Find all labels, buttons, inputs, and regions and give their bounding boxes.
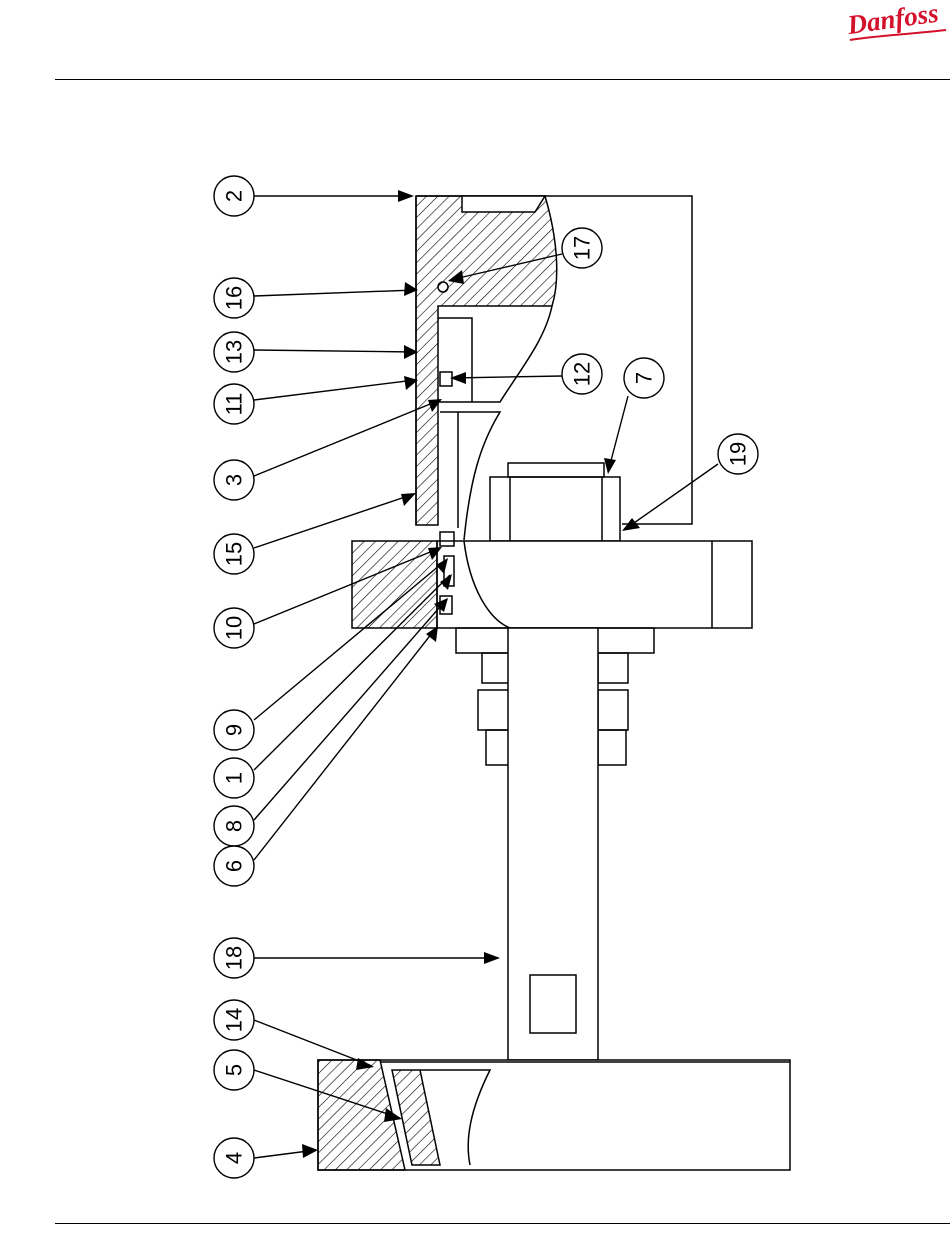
- callout-label: 13: [222, 340, 247, 364]
- callout-label: 11: [222, 393, 247, 416]
- callout-label: 17: [570, 236, 595, 260]
- callout-label: 7: [632, 372, 657, 384]
- callout-label: 14: [222, 1008, 247, 1032]
- callout-label: 18: [222, 946, 247, 970]
- callout-label: 5: [222, 1064, 247, 1076]
- callout-label: 1: [222, 772, 247, 784]
- callout-label: 4: [222, 1152, 247, 1164]
- callout-label: 2: [222, 190, 247, 202]
- callout-label: 12: [570, 362, 595, 386]
- callout-label: 16: [222, 286, 247, 310]
- callout-label: 10: [222, 616, 247, 640]
- callout-label: 19: [726, 442, 751, 466]
- callout-label: 8: [222, 820, 247, 832]
- callout-label: 6: [222, 860, 247, 872]
- callout-label: 15: [222, 542, 247, 566]
- callout-label: 9: [222, 724, 247, 736]
- callout-label: 3: [222, 474, 247, 486]
